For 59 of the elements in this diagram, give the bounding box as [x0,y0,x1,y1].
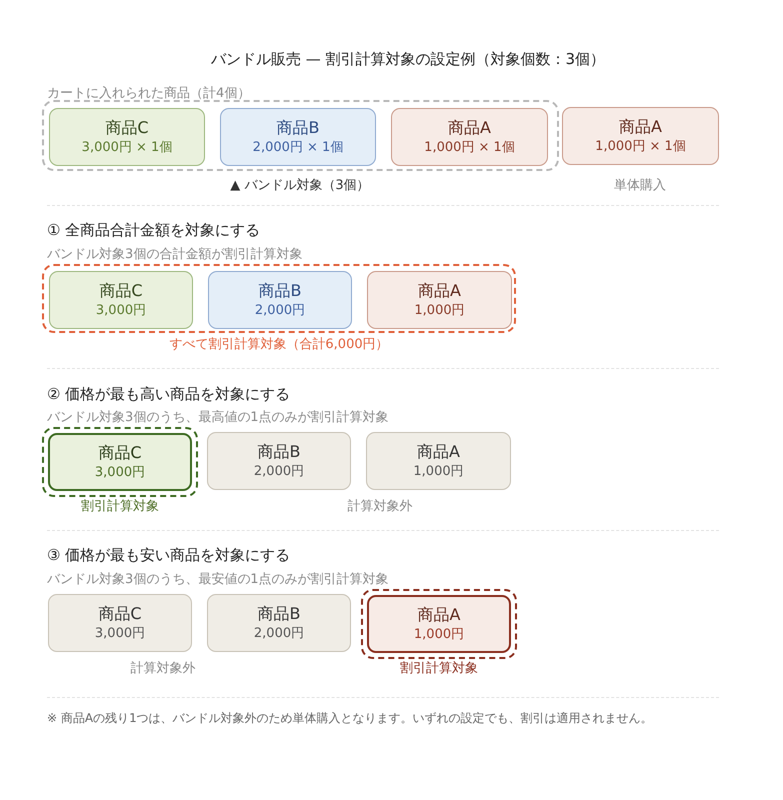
product-card [391,108,548,166]
product-card [208,271,352,329]
section-heading: ① 全商品合計金額を対象にする [47,221,260,240]
price-text: 3,000円 [94,464,146,482]
dashed-frame [42,100,559,171]
section-heading: ② 価格が最も高い商品を対象にする [47,385,290,404]
price-text: 2,000円 [254,302,306,320]
product-card [367,595,511,653]
price-text: 3,000円 [94,625,146,643]
group-heading: カートに入れられた商品（計4個） [47,85,250,102]
description-text: バンドル対象3個の合計金額が割引計算対象 [47,246,302,263]
status-label: ▲ バンドル対象（3個） [230,177,370,194]
section-heading: ③ 価格が最も安い商品を対象にする [47,546,290,565]
price-text: 1,000円 [414,302,465,320]
dashed-frame [42,427,198,497]
product-card [207,432,351,490]
product-name: 商品C [105,117,149,139]
product-name: 商品B [258,280,302,302]
product-name: 商品A [448,117,491,139]
product-card [48,594,192,652]
product-card [207,594,351,652]
status-label: 割引計算対象 [81,498,159,515]
status-label: 計算対象外 [348,498,412,515]
footnote-text: ※ 商品Aの残り1つは、バンドル対象外のため単体購入となります。いずれの設定でも、割引は適用されません。 [47,710,653,727]
price-text: 3,000円 × 1個 [82,139,172,157]
product-card [48,433,192,491]
status-label: 割引計算対象 [400,660,478,677]
product-name: 商品C [99,280,143,302]
product-name: 商品A [619,116,662,138]
price-text: 1,000円 [414,626,464,644]
product-card [367,271,512,329]
product-name: 商品A [418,604,460,626]
price-text: 1,000円 [413,463,464,481]
product-card [220,108,376,166]
price-text: 2,000円 [254,625,304,643]
product-card [49,108,205,166]
diagram-title: バンドル販売 — 割引計算対象の設定例（対象個数：3個） [210,50,606,69]
price-text: 2,000円 [254,463,304,481]
product-name: 商品C [98,603,142,625]
product-name: 商品B [258,603,300,625]
price-text: 2,000円 × 1個 [252,139,344,157]
product-name: 商品C [98,442,142,464]
description-text: バンドル対象3個のうち、最高値の1点のみが割引計算対象 [47,409,389,426]
product-name: 商品B [258,441,300,463]
product-name: 商品A [417,441,460,463]
dashed-frame [42,264,516,333]
price-text: 1,000円 × 1個 [424,139,515,157]
product-name: 商品A [418,280,461,302]
description-text: バンドル対象3個のうち、最安値の1点のみが割引計算対象 [47,571,389,588]
status-label: 単体購入 [614,177,666,194]
product-card [49,271,193,329]
status-label: すべて割引計算対象（合計6,000円） [169,336,389,353]
price-text: 1,000円 × 1個 [595,138,686,156]
status-label: 計算対象外 [130,660,196,677]
product-card [366,432,511,490]
price-text: 3,000円 [96,302,146,320]
product-card [562,107,719,165]
product-name: 商品B [276,117,320,139]
dashed-frame [361,589,517,659]
